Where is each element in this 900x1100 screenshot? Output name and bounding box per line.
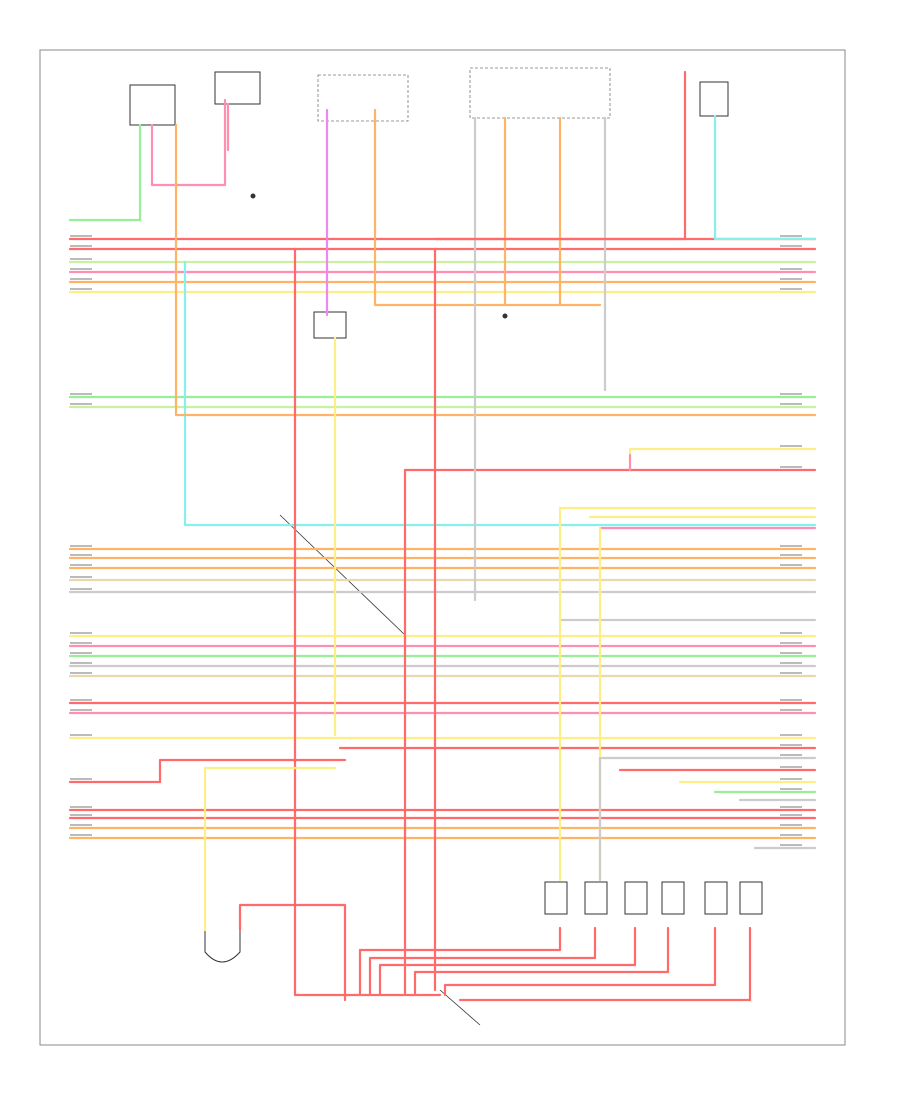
wire-label-mark-33 xyxy=(780,403,802,405)
wire-label-mark-43 xyxy=(780,672,802,674)
wire-label-mark-10 xyxy=(70,554,92,556)
wire-label-mark-6 xyxy=(70,288,92,290)
wires xyxy=(68,70,817,1002)
wire-label-mark-20 xyxy=(70,709,92,711)
wire-label-mark-21 xyxy=(70,734,92,736)
wire-label-mark-9 xyxy=(70,545,92,547)
injector-4 xyxy=(661,881,685,915)
wire-42 xyxy=(150,98,227,187)
component-fuse-block-top xyxy=(317,74,409,122)
wire-27 xyxy=(628,447,817,457)
wire-label-mark-44 xyxy=(780,699,802,701)
wire-41 xyxy=(68,123,142,222)
wire-label-mark-45 xyxy=(780,709,802,711)
component-sensor-top xyxy=(214,71,261,105)
wire-label-mark-47 xyxy=(780,744,802,746)
wire-label-mark-3 xyxy=(70,258,92,260)
wire-label-mark-46 xyxy=(780,734,802,736)
wire-62 xyxy=(368,926,597,997)
injector-1 xyxy=(544,881,568,915)
wire-label-mark-38 xyxy=(780,564,802,566)
wire-label-mark-24 xyxy=(70,814,92,816)
wire-label-mark-49 xyxy=(780,766,802,768)
injector-3 xyxy=(624,881,648,915)
wire-label-mark-28 xyxy=(780,245,802,247)
wire-69 xyxy=(158,758,347,784)
wire-label-mark-18 xyxy=(70,672,92,674)
wire-label-mark-15 xyxy=(70,642,92,644)
wire-43 xyxy=(174,123,817,417)
wire-65 xyxy=(443,926,717,997)
wire-label-mark-1 xyxy=(70,235,92,237)
wire-label-mark-13 xyxy=(70,588,92,590)
wire-54 xyxy=(293,247,442,997)
ground-point-1 xyxy=(250,193,256,199)
wire-label-mark-50 xyxy=(780,778,802,780)
wire-label-mark-36 xyxy=(780,545,802,547)
wire-label-mark-31 xyxy=(780,288,802,290)
injector-5 xyxy=(704,881,728,915)
wire-label-mark-22 xyxy=(70,778,92,780)
wire-label-mark-25 xyxy=(70,824,92,826)
wire-46 xyxy=(373,108,602,307)
component-sensor-bottom-left xyxy=(204,930,241,963)
injector-6 xyxy=(739,881,763,915)
component-module-top xyxy=(469,67,611,119)
wire-label-mark-27 xyxy=(780,235,802,237)
wire-label-mark-2 xyxy=(70,245,92,247)
wire-label-mark-11 xyxy=(70,564,92,566)
wire-label-mark-14 xyxy=(70,632,92,634)
wire-label-mark-12 xyxy=(70,576,92,578)
wire-label-mark-23 xyxy=(70,806,92,808)
wire-label-mark-37 xyxy=(780,554,802,556)
wire-67 xyxy=(203,766,337,932)
wire-64 xyxy=(413,926,670,997)
wire-label-mark-56 xyxy=(780,844,802,846)
wire-label-mark-19 xyxy=(70,699,92,701)
wire-label-mark-34 xyxy=(780,445,802,447)
wire-label-mark-5 xyxy=(70,278,92,280)
labels xyxy=(70,235,802,846)
wire-label-mark-40 xyxy=(780,642,802,644)
wire-label-mark-16 xyxy=(70,652,92,654)
wire-label-mark-29 xyxy=(780,268,802,270)
wire-label-mark-30 xyxy=(780,278,802,280)
wire-label-mark-53 xyxy=(780,814,802,816)
components-bottom xyxy=(204,514,763,1026)
splice-pointer-1 xyxy=(279,514,406,636)
wire-29 xyxy=(183,260,817,527)
wire-label-mark-35 xyxy=(780,466,802,468)
wire-label-mark-26 xyxy=(70,834,92,836)
wire-label-mark-48 xyxy=(780,754,802,756)
wire-label-mark-4 xyxy=(70,268,92,270)
wire-68 xyxy=(238,903,347,1002)
wire-label-mark-42 xyxy=(780,662,802,664)
wire-label-mark-7 xyxy=(70,393,92,395)
wire-label-mark-32 xyxy=(780,393,802,395)
component-relay-mid xyxy=(313,311,347,339)
injector-2 xyxy=(584,881,608,915)
wire-label-mark-54 xyxy=(780,824,802,826)
wire-66 xyxy=(458,926,752,1002)
wire-label-mark-39 xyxy=(780,632,802,634)
wire-label-mark-51 xyxy=(780,788,802,790)
wire-51 xyxy=(433,70,687,241)
wire-61 xyxy=(358,926,562,997)
wire-label-mark-52 xyxy=(780,806,802,808)
splice-pointer-2 xyxy=(439,989,481,1026)
wire-63 xyxy=(378,926,637,997)
wire-52 xyxy=(713,114,817,241)
wire-label-mark-17 xyxy=(70,662,92,664)
wire-label-mark-55 xyxy=(780,834,802,836)
wire-label-mark-41 xyxy=(780,652,802,654)
wire-label-mark-8 xyxy=(70,403,92,405)
diagram-frame xyxy=(39,49,846,1046)
ground-point-2 xyxy=(502,313,508,319)
